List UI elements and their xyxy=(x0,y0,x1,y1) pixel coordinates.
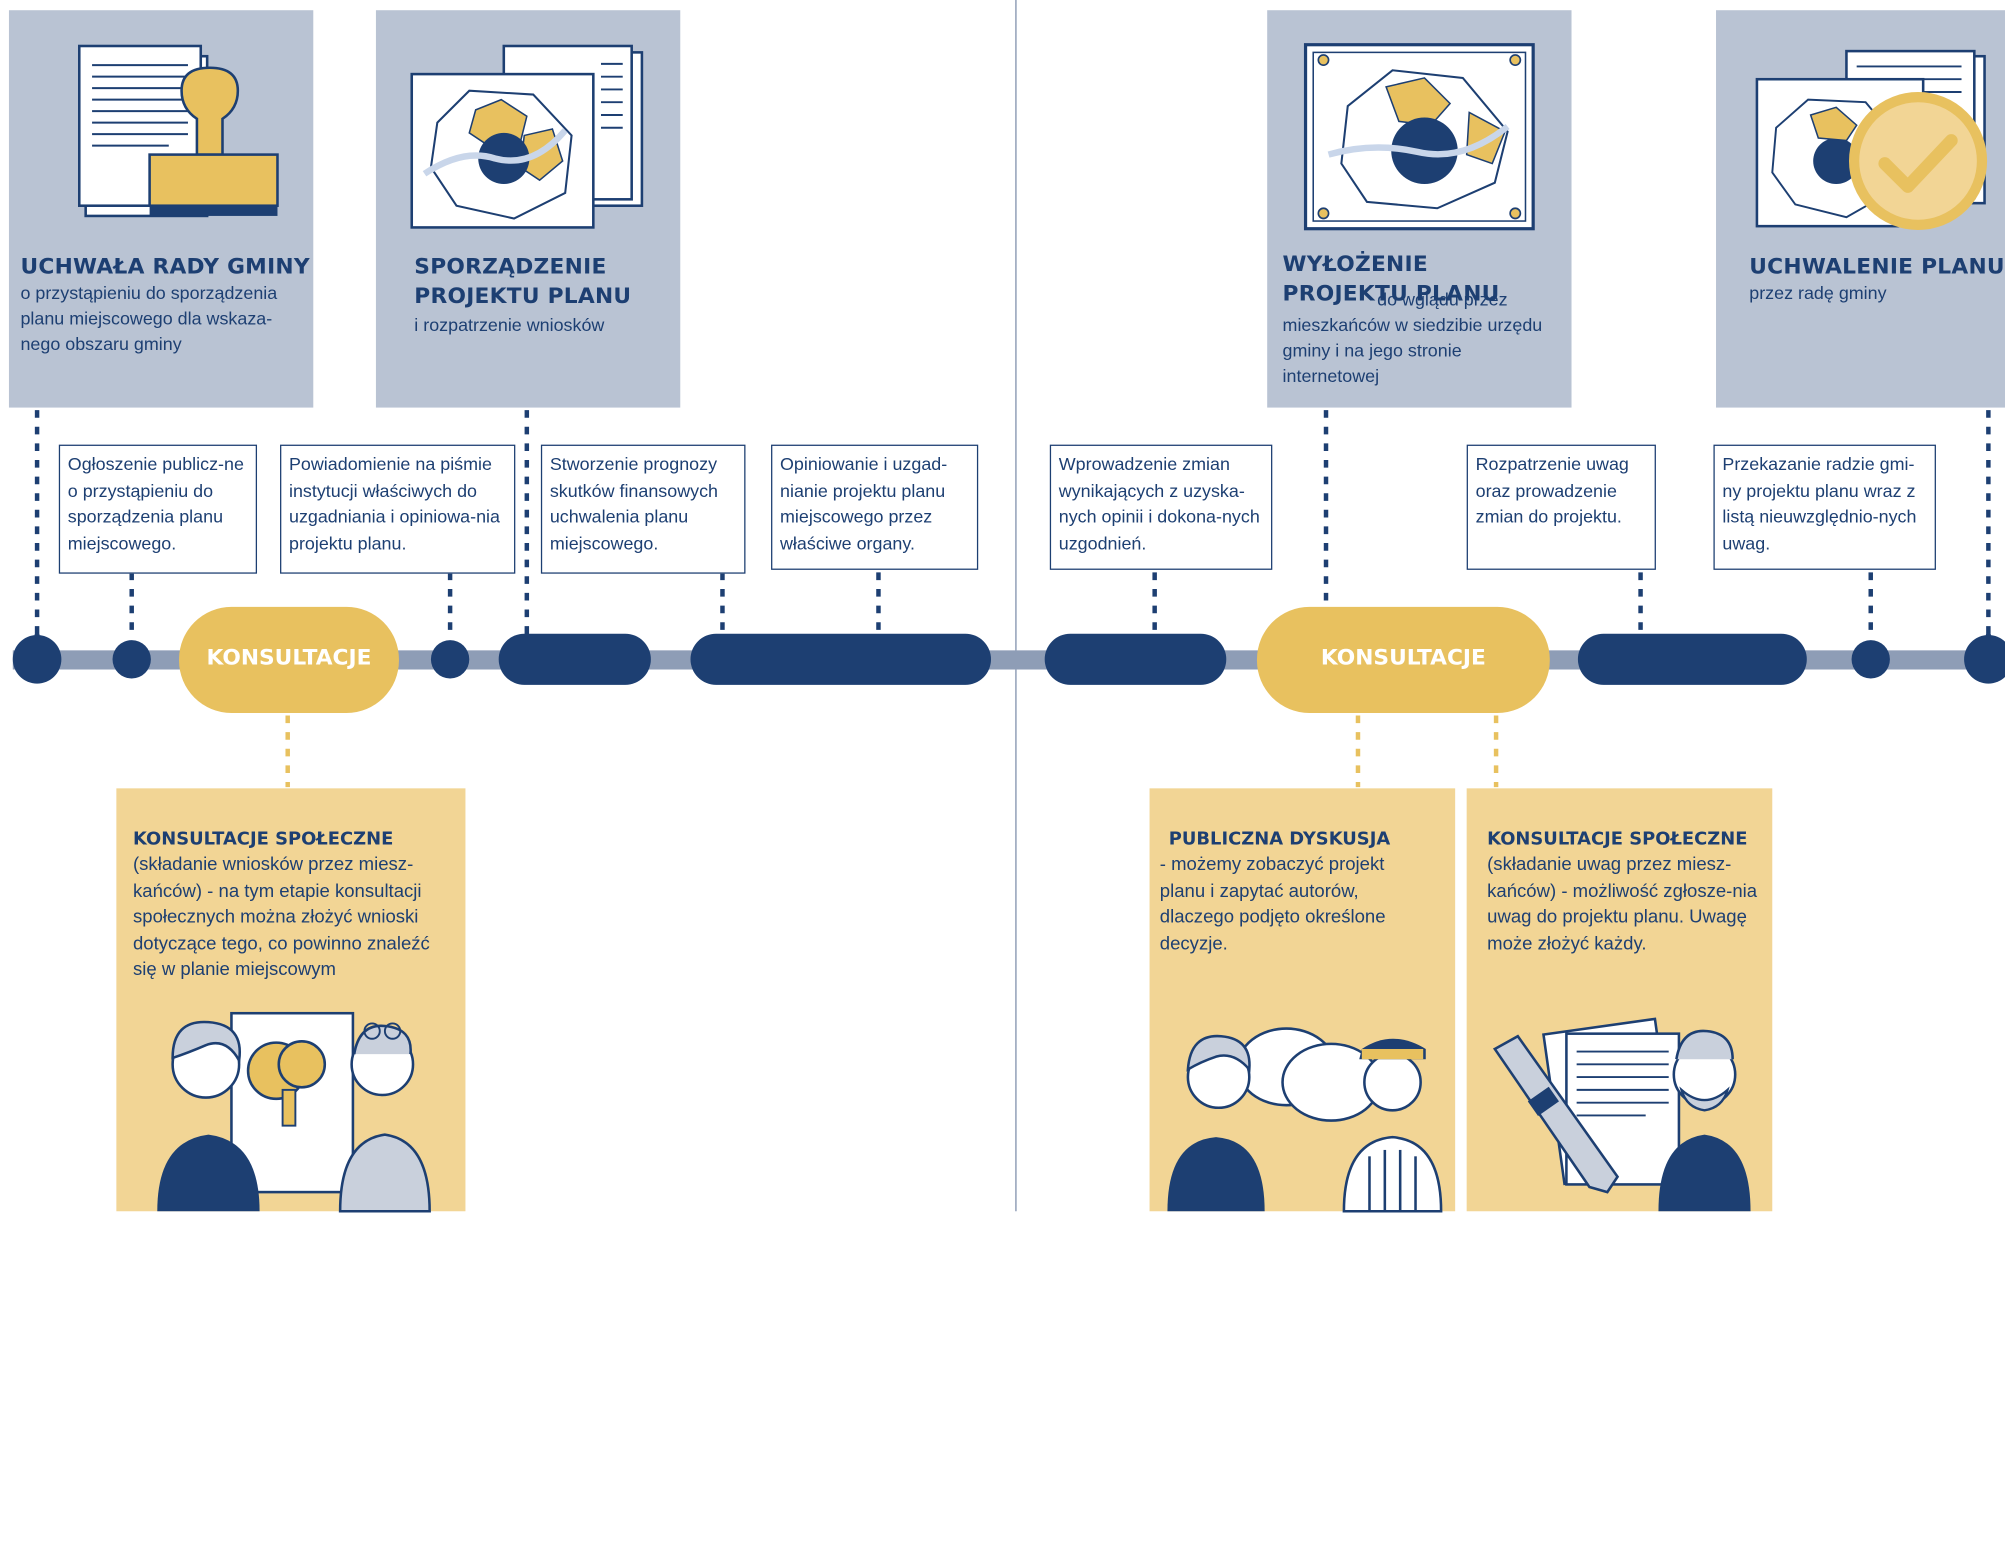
navy-connectors xyxy=(34,410,1991,788)
stage-description: przez radę gminy xyxy=(1749,282,1887,303)
posted-map-icon xyxy=(1303,43,1535,231)
consultation-text: (składanie wniosków przez miesz-kańców) … xyxy=(132,854,430,980)
stage-box-1: UCHWAŁA RADY GMINY o przystąpieniu do sp… xyxy=(8,10,314,408)
consultation-box-2: PUBLICZNA DYSKUSJA - możemy zobaczyć pro… xyxy=(1149,788,1456,1213)
stamp-document-icon xyxy=(78,44,279,218)
map-documents-icon xyxy=(410,44,644,229)
consultation-title: PUBLICZNA DYSKUSJA xyxy=(1168,829,1391,850)
approved-plan-icon xyxy=(1755,49,1988,230)
stage-title: SPORZĄDZENIE PROJEKTU PLANU xyxy=(414,254,632,310)
step-note: Ogłoszenie publicz-ne o przystąpieniu do… xyxy=(58,444,258,574)
consultation-box-3: KONSULTACJE SPOŁECZNE (składanie uwag pr… xyxy=(1466,788,1773,1212)
step-note: Rozpatrzenie uwag oraz prowadzenie zmian… xyxy=(1466,444,1656,570)
stage-description: i rozpatrzenie wniosków xyxy=(414,314,605,335)
public-discussion-illustration xyxy=(1167,1027,1443,1213)
residents-discussion-illustration xyxy=(157,1011,431,1213)
stage-title: UCHWALENIE PLANU xyxy=(1749,254,2005,280)
stage-box-3: WYŁOŻENIE PROJEKTU PLANU do wglądu przez… xyxy=(1267,10,1572,408)
consultation-pill-2: KONSULTACJE xyxy=(1320,645,1486,671)
consultation-title: KONSULTACJE SPOŁECZNE xyxy=(132,829,394,850)
step-note: Opiniowanie i uzgad-nianie projektu plan… xyxy=(771,444,979,570)
stage-box-4: UCHWALENIE PLANU przez radę gminy xyxy=(1716,10,2005,408)
stage-box-2: SPORZĄDZENIE PROJEKTU PLANU i rozpatrzen… xyxy=(375,10,681,408)
consultation-text: (składanie uwag przez miesz-kańców) - mo… xyxy=(1487,854,1758,954)
step-note: Powiadomienie na piśmie instytucji właśc… xyxy=(280,444,516,574)
stage-title: WYŁOŻENIE PROJEKTU PLANU xyxy=(1282,251,1500,307)
stage-description: o przystąpieniu do sporządzenia planu mi… xyxy=(20,282,278,354)
stage-description: do wglądu przez mieszkańców w siedzibie … xyxy=(1282,288,1543,386)
step-note: Stworzenie prognozy skutków finansowych … xyxy=(540,444,746,574)
section-divider xyxy=(1015,0,1017,1212)
consultation-pill-1: KONSULTACJE xyxy=(206,645,372,671)
consultation-title: KONSULTACJE SPOŁECZNE xyxy=(1487,829,1748,850)
stage-title: UCHWAŁA RADY GMINY xyxy=(20,254,310,280)
submit-remarks-illustration xyxy=(1492,1017,1751,1212)
step-note: Przekazanie radzie gmi-ny projektu planu… xyxy=(1713,444,1936,570)
consultation-box-1: KONSULTACJE SPOŁECZNE (składanie wnioskó… xyxy=(116,788,466,1213)
consultation-text: - możemy zobaczyć projekt planu i zapyta… xyxy=(1159,854,1386,954)
step-note: Wprowadzenie zmian wynikających z uzyska… xyxy=(1049,444,1273,570)
timeline xyxy=(12,606,2005,713)
